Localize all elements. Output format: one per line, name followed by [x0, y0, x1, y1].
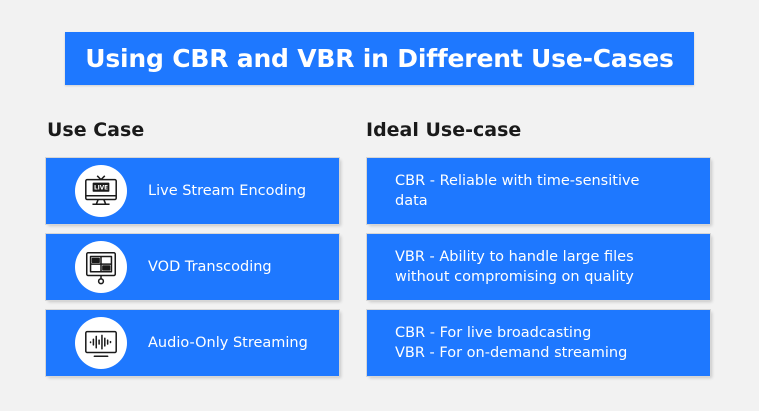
- page-title: Using CBR and VBR in Different Use-Cases: [65, 32, 694, 85]
- audio-waveform-icon: [75, 317, 127, 369]
- use-case-column-header: Use Case: [47, 119, 145, 141]
- live-stream-monitor-icon: LIVE: [75, 165, 127, 217]
- vod-transcoding-icon: [75, 241, 127, 293]
- ideal-line-1: CBR - For live broadcasting: [395, 325, 592, 341]
- ideal-line-2: without compromising on quality: [395, 269, 634, 285]
- ideal-use-case-card-live-stream: CBR - Reliable with time-sensitive data: [367, 158, 710, 224]
- use-case-label: Audio-Only Streaming: [148, 335, 308, 351]
- ideal-use-case-card-audio: CBR - For live broadcasting VBR - For on…: [367, 310, 710, 376]
- ideal-use-case-text: VBR - Ability to handle large files with…: [367, 247, 644, 287]
- use-case-card-vod: VOD Transcoding: [46, 234, 339, 300]
- use-case-label: Live Stream Encoding: [148, 183, 307, 199]
- live-icon-text: LIVE: [94, 186, 108, 192]
- use-case-card-audio: Audio-Only Streaming: [46, 310, 339, 376]
- use-case-label: VOD Transcoding: [148, 259, 272, 275]
- ideal-line-1: CBR - Reliable with time-sensitive: [395, 173, 640, 189]
- ideal-line-2: data: [395, 193, 428, 209]
- ideal-use-case-column-header: Ideal Use-case: [366, 119, 522, 141]
- use-case-card-live-stream: LIVE Live Stream Encoding: [46, 158, 339, 224]
- ideal-use-case-text: CBR - Reliable with time-sensitive data: [367, 171, 649, 211]
- ideal-use-case-card-vod: VBR - Ability to handle large files with…: [367, 234, 710, 300]
- ideal-line-2: VBR - For on-demand streaming: [395, 345, 628, 361]
- ideal-use-case-text: CBR - For live broadcasting VBR - For on…: [367, 323, 637, 363]
- ideal-line-1: VBR - Ability to handle large files: [395, 249, 634, 265]
